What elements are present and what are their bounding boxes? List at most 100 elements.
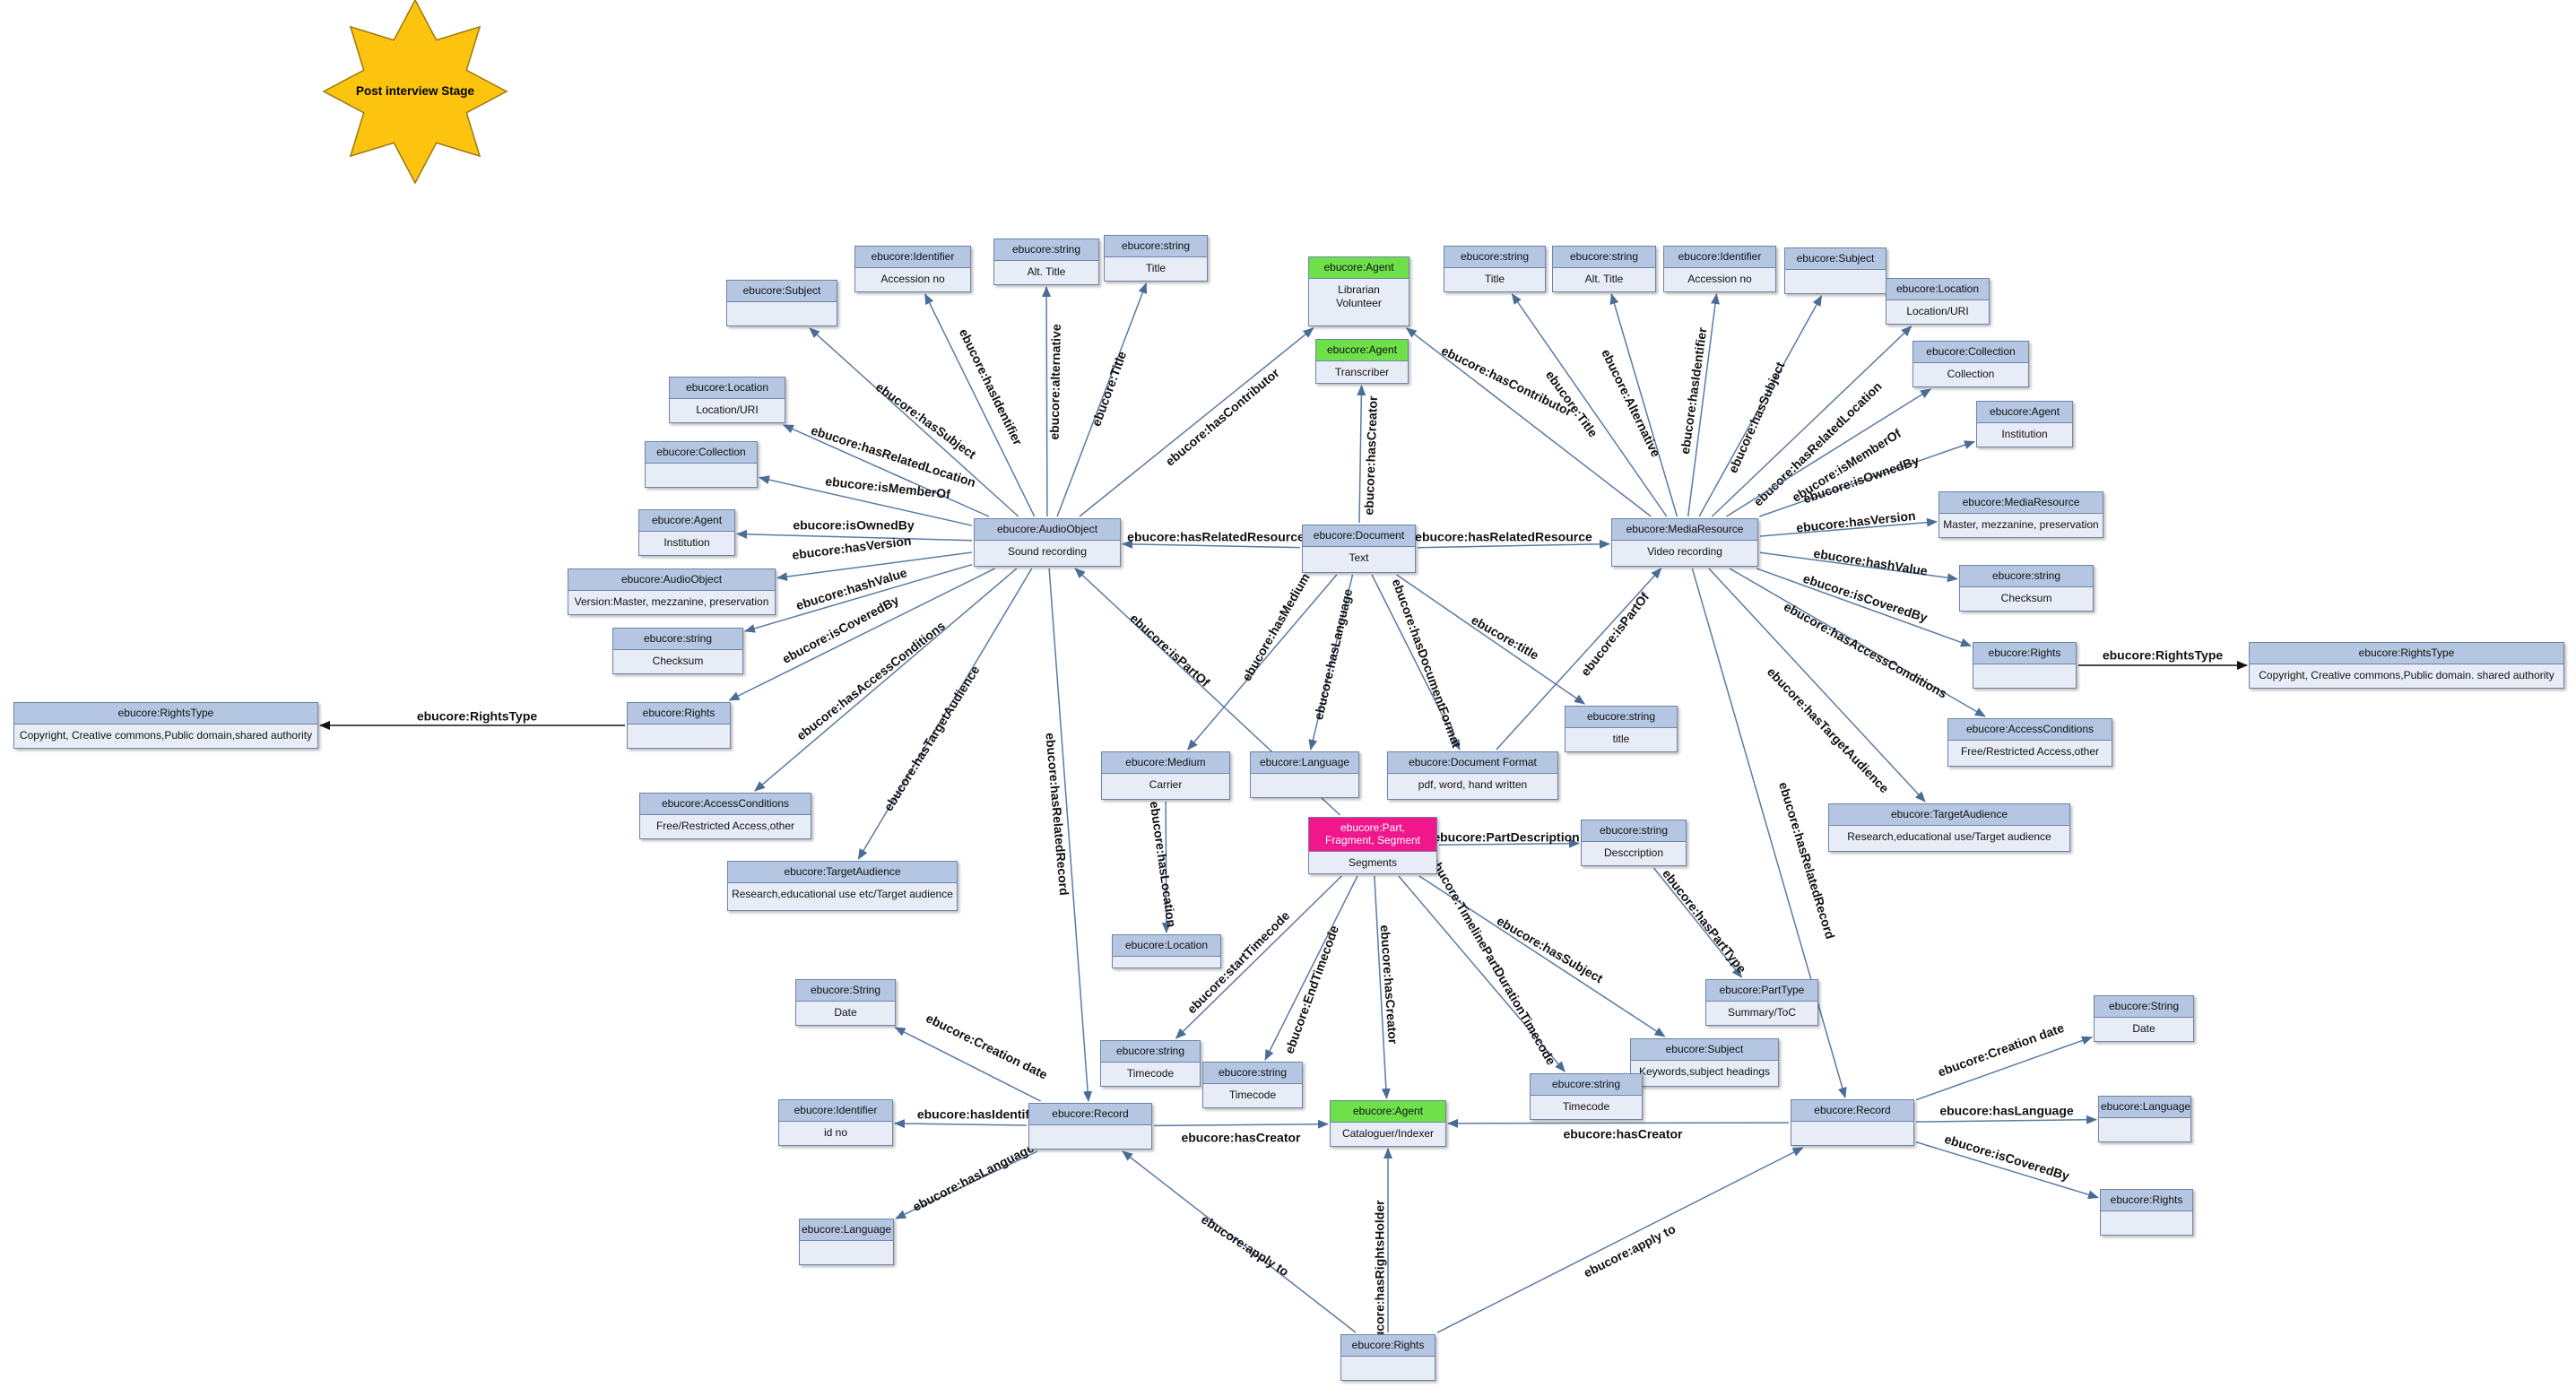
edge-line xyxy=(754,568,1018,792)
node-m-rights: ebucore:Rights xyxy=(1973,642,2077,689)
node-body: Copyright, Creative commons,Public domai… xyxy=(2259,669,2554,681)
edge-line xyxy=(1079,327,1314,517)
node-body: Timecode xyxy=(1562,1100,1610,1113)
node-title: ebucore:Document Format xyxy=(1388,752,1557,774)
edge-line xyxy=(1729,568,1986,717)
node-title: ebucore:Record xyxy=(1029,1104,1151,1125)
node-title: ebucore:Collection xyxy=(646,442,757,464)
edge-line xyxy=(736,529,973,542)
node-body: Alt. Title xyxy=(1584,273,1624,285)
edge-line xyxy=(759,475,973,526)
edge-line xyxy=(895,1150,1038,1219)
edge-line xyxy=(1417,539,1610,549)
node-title: ebucore:Subject xyxy=(1785,248,1886,270)
node-body: Title xyxy=(1145,262,1167,274)
edge-line xyxy=(1418,875,1666,1037)
edge-label: ebucore:hasLanguage xyxy=(1311,587,1355,721)
node-body: Segments xyxy=(1348,856,1398,869)
node-d-language: ebucore:Language xyxy=(1250,751,1359,798)
edge-line xyxy=(1511,293,1668,517)
node-title: ebucore:String xyxy=(2095,996,2193,1018)
node-title: ebucore:Agent xyxy=(639,510,734,532)
edge-label: ebucore:hasIdentifier xyxy=(917,1107,1045,1122)
node-recordR: ebucore:Record xyxy=(1791,1099,1914,1146)
node-body: Accession no xyxy=(1687,273,1752,285)
node-a-rights: ebucore:Rights xyxy=(627,702,731,749)
node-title: ebucore:string xyxy=(1531,1074,1642,1096)
edge-line xyxy=(1609,293,1678,517)
node-title: ebucore:Language xyxy=(1251,752,1358,774)
node-body: Master, mezzanine, preservation xyxy=(1943,518,2099,531)
node-title: ebucore:TargetAudience xyxy=(728,862,957,883)
edge-line xyxy=(857,568,1033,860)
node-a-subject: ebucore:Subject xyxy=(726,280,837,326)
node-title: ebucore:Identifier xyxy=(779,1100,892,1122)
node-title: ebucore:RightsType xyxy=(2250,643,2563,664)
edge-line xyxy=(776,551,973,582)
node-title: ebucore:TargetAudience xyxy=(1829,804,2069,826)
edge-line xyxy=(1357,385,1366,524)
node-title: ebucore:Identifier xyxy=(1664,247,1775,268)
node-body: Collection xyxy=(1947,368,1995,380)
node-title: ebucore:string xyxy=(1101,1041,1200,1063)
edge-line xyxy=(894,1027,1041,1102)
node-body: Timecode xyxy=(1126,1067,1175,1080)
node-body xyxy=(2101,1211,2192,1220)
node-title: ebucore:AudioObject xyxy=(975,519,1120,541)
node-title: ebucore:Agent xyxy=(1331,1101,1445,1123)
node-body xyxy=(628,725,730,733)
edge-label: ebucore:RightsType xyxy=(2103,648,2224,663)
edge-label: ebucore:hasLanguage xyxy=(910,1141,1036,1214)
node-body: Copyright, Creative commons,Public domai… xyxy=(19,729,313,742)
edge-line xyxy=(1042,286,1052,517)
edge-line xyxy=(894,1119,1028,1129)
node-d-format: ebucore:Document Format pdf, word, hand w… xyxy=(1387,751,1558,800)
edge-label: ebucore:alternative xyxy=(1047,324,1063,440)
edge-label: ebucore:RightsType xyxy=(417,709,538,724)
edge-label: ebucore:apply to xyxy=(1582,1221,1678,1280)
node-title: ebucore:Agent xyxy=(1309,257,1409,279)
node-title: ebucore:Location xyxy=(670,377,785,399)
edge-line xyxy=(809,327,1019,517)
edge-label: ebucore:hasDocumentFormat xyxy=(1390,577,1464,750)
node-title: ebucore:AccessConditions xyxy=(640,794,811,815)
node-title: ebucore:string xyxy=(1203,1063,1302,1084)
node-title: ebucore:string xyxy=(1960,566,2093,587)
edge-line xyxy=(1756,568,1972,647)
edge-label: ebucore:Creation date xyxy=(1936,1020,2066,1080)
edge-label: ebucore:hasMedium xyxy=(1239,570,1313,683)
node-title: ebucore:String xyxy=(796,980,895,1002)
node-body xyxy=(1785,270,1886,279)
edge-line xyxy=(1153,1119,1329,1129)
node-body: Free/Restricted Access,other xyxy=(1960,745,2100,758)
edge-line xyxy=(1915,1141,2099,1200)
edge-label: ebucore:Alternative xyxy=(1599,347,1663,459)
edge-line xyxy=(1915,1036,2093,1101)
node-body: pdf, word, hand written xyxy=(1418,778,1528,791)
edge-label: ebucore:isCoveredBy xyxy=(1943,1132,2071,1184)
edge-line xyxy=(1687,293,1720,517)
edge-label: ebucore:hasVersion xyxy=(1795,508,1916,535)
edge-line xyxy=(1371,574,1461,751)
edge-line xyxy=(1496,568,1662,751)
node-title: ebucore:Location xyxy=(1886,279,1989,300)
edge-line xyxy=(1711,325,1912,517)
edge-label: ebucore:hasRelatedResource xyxy=(1127,530,1305,544)
node-body: Date xyxy=(2132,1022,2155,1035)
node-title: ebucore:Rights xyxy=(2101,1190,2192,1211)
